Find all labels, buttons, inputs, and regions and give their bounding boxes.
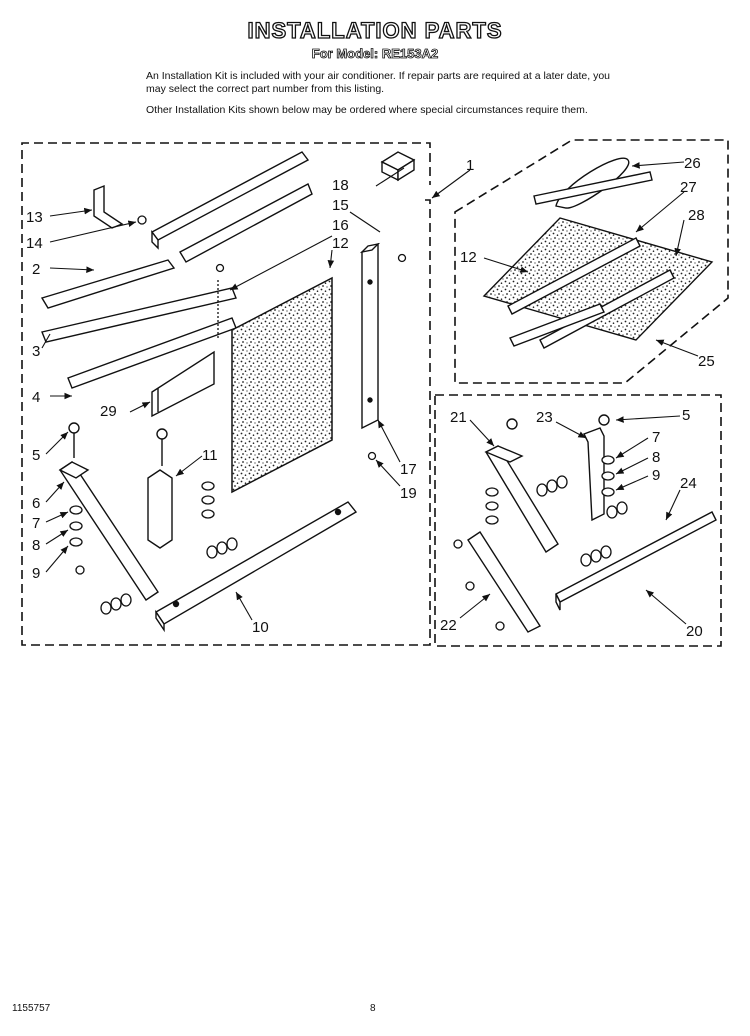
callout-28: 28 [688,207,705,224]
frame-channel-17 [359,242,381,430]
callout-17: 17 [400,461,417,478]
callout-25: 25 [698,353,715,370]
bracket-13 [93,184,124,229]
callout-3: 3 [32,343,40,360]
callout-23: 23 [536,409,553,426]
callout-10: 10 [252,619,269,636]
callout-26: 26 [684,155,701,172]
kit-20-brackets [467,414,610,633]
kit-20-sill-rail [555,511,717,611]
callout-8-kit20: 8 [652,449,660,466]
callout-numbers: 1 2 3 4 5 6 7 8 9 10 11 12 13 14 15 16 1… [26,155,715,640]
callout-16: 16 [332,217,349,234]
callout-11: 11 [202,447,218,464]
kit-25-speckled-panel [482,217,714,341]
callout-1: 1 [466,157,474,174]
callout-9-kit20: 9 [652,467,660,484]
alternate-kit-20-box [434,394,722,647]
foam-gasket-strips [151,350,215,418]
foam-block-18 [380,151,416,182]
kit-20-washers [453,455,628,631]
callout-5: 5 [32,447,40,464]
callout-29: 29 [100,403,117,420]
small-screws [215,253,407,461]
support-bracket-6 [58,422,159,601]
document-number: 1155757 [12,1003,51,1014]
callout-15: 15 [332,197,349,214]
callout-9: 9 [32,565,40,582]
callout-18: 18 [332,177,349,194]
callout-22: 22 [440,617,457,634]
sill-rail-10 [155,501,358,633]
washer-stack-left [69,481,238,615]
callout-7: 7 [32,515,40,532]
model-subtitle: For Model: RE153A2 [311,46,439,62]
intro-paragraph: An Installation Kit is included with you… [146,70,610,95]
kit-25-seal-loop [533,157,653,209]
callout-14: 14 [26,235,43,252]
callout-24: 24 [680,475,697,492]
callout-5-kit20: 5 [682,407,690,424]
alternate-kit-25-box [454,139,729,384]
callout-20: 20 [686,623,703,640]
side-panel-12 [231,276,333,494]
installation-kit-box [21,142,431,646]
callout-6: 6 [32,495,40,512]
screw-14 [137,215,147,225]
callout-19: 19 [400,485,417,502]
callout-21: 21 [450,409,467,426]
other-kits-paragraph: Other Installation Kits shown below may … [146,104,588,116]
callout-12-kit25: 12 [460,249,477,266]
bracket-11 [147,428,173,549]
kit-25-channels [507,237,675,349]
callout-27: 27 [680,179,697,196]
callout-12: 12 [332,235,349,252]
callout-13: 13 [26,209,43,226]
callout-2: 2 [32,261,40,278]
page-title: INSTALLATION PARTS [247,17,503,43]
callout-4: 4 [32,389,40,406]
callout-7-kit20: 7 [652,429,660,446]
top-channel-rails [40,151,313,389]
callout-leader-lines [41,161,699,625]
page-number: 8 [370,1003,376,1014]
callout-8: 8 [32,537,40,554]
